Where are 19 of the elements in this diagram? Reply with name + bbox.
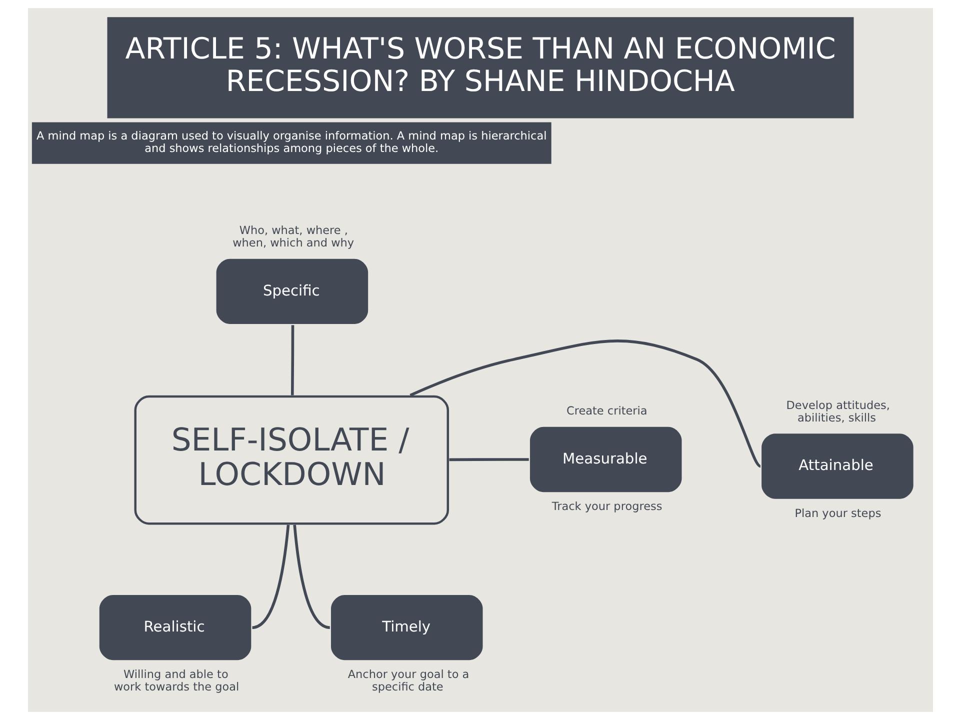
node-box: Realistic — [98, 594, 251, 660]
connector — [448, 458, 528, 462]
connector — [409, 340, 761, 468]
node-label: Create criteria — [566, 404, 647, 418]
label: A mind map is a diagram used to visually organise information. A mind map is hierarchical and shows relationships among pieces of the whole. — [36, 130, 546, 156]
node-label: Willing and able to work towards the goal — [114, 668, 239, 694]
node-box: Attainable — [761, 434, 913, 499]
connector — [292, 524, 330, 629]
node-box: Specific — [216, 258, 368, 324]
diagram-title: ARTICLE 5: WHAT'S WORSE THAN AN ECONOMIC RECESSION? BY SHANE HINDOCHA — [124, 31, 836, 98]
node-label: Anchor your goal to a specific date — [347, 668, 469, 694]
node-box: Timely — [330, 594, 482, 660]
node-label: Develop attitudes, abilities, skills — [786, 398, 890, 424]
node-label: Who, what, where , when, which and why — [232, 224, 354, 250]
node-label: Track your progress — [551, 500, 662, 514]
node-label: Plan your steps — [794, 506, 881, 520]
node-box: Measurable — [529, 426, 682, 492]
connector — [290, 325, 294, 396]
connector — [252, 524, 290, 629]
